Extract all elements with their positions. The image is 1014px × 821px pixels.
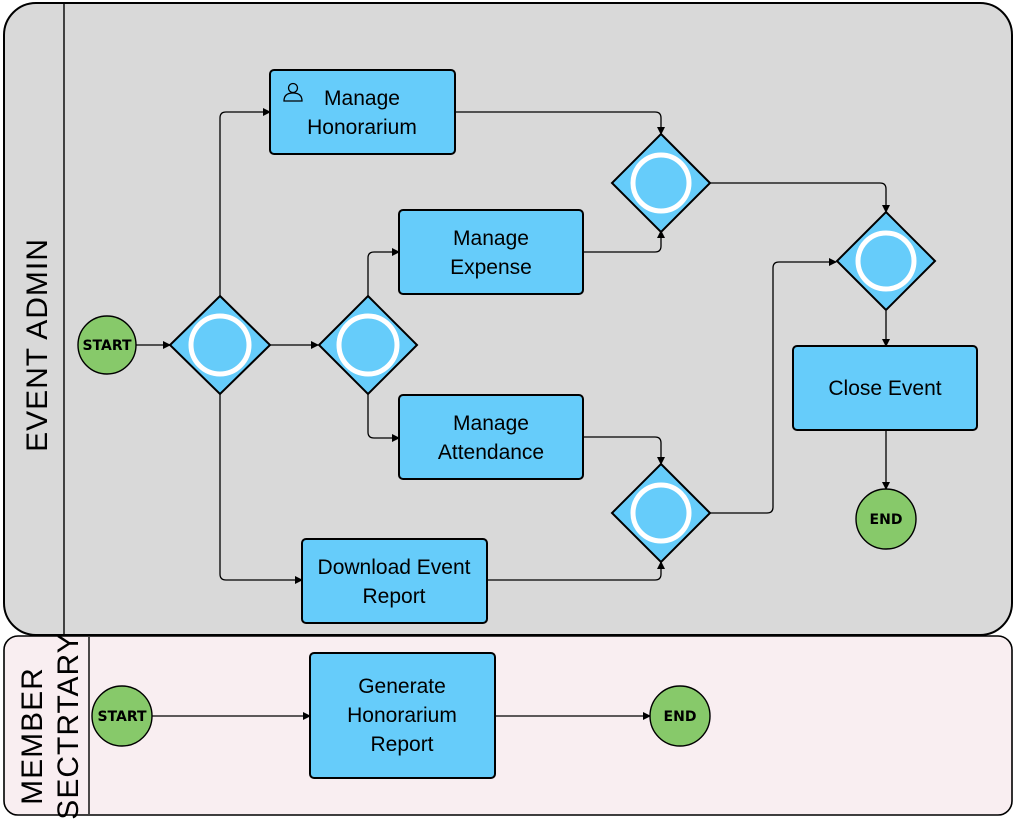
flow-gateway1-to-download-report [219,394,303,584]
end-event-circle [855,488,917,550]
svg-text:SECTRTARY: SECTRTARY [52,632,85,819]
svg-text:Honorarium: Honorarium [347,704,457,727]
flow-gateway2-to-attendance [367,394,400,442]
task-manage-attendance[interactable]: Manage Attendance [398,394,584,480]
flow-expense-to-gateway3 [583,230,665,253]
flow-attendance-to-gateway4 [583,436,665,465]
task-manage-expense[interactable]: Manage Expense [398,209,584,295]
secretary-end-event[interactable]: END [649,685,711,747]
gateway-split-1[interactable] [168,294,272,396]
member-secretary-lane-title: MEMBER SECTRTARY [16,632,85,819]
task-manage-honorarium[interactable]: Manage Honorarium [269,69,456,155]
svg-text:MEMBER: MEMBER [16,667,49,805]
admin-start-event[interactable]: START [77,315,137,375]
start-event-circle [77,315,137,375]
member-secretary-pool [3,635,1013,816]
admin-end-event[interactable]: END [855,488,917,550]
gateway-join-1[interactable] [610,132,712,234]
svg-text:Manage: Manage [453,227,529,250]
user-icon [283,82,303,102]
flow-gateway4-to-gateway5 [710,258,837,514]
svg-text:Attendance: Attendance [438,441,544,464]
event-admin-pool [3,2,1013,636]
flow-honorarium-to-gateway3 [455,111,665,135]
flow-gateway1-to-honorarium [219,108,271,296]
svg-text:Download Event: Download Event [318,556,471,579]
gateway-ring-icon [855,230,917,292]
gateway-join-3[interactable] [835,210,937,312]
gateway-join-2[interactable] [610,462,712,564]
svg-text:Expense: Expense [450,256,532,279]
svg-text:START: START [97,709,147,725]
svg-text:Report: Report [362,585,425,608]
svg-text:END: END [870,512,903,528]
gateway-ring-icon [630,482,692,544]
secretary-start-event[interactable]: START [91,685,153,747]
task-close-event[interactable]: Close Event [792,345,978,431]
flow-download-report-to-gateway4 [487,561,665,581]
gateway-ring-icon [336,313,400,377]
svg-text:START: START [82,338,132,354]
event-admin-lane-title: EVENT ADMIN [21,238,54,452]
task-download-event-report[interactable]: Download Event Report [301,538,488,624]
gateway-split-2[interactable] [317,294,419,396]
gateway-ring-icon [630,152,692,214]
end-event-circle [649,685,711,747]
flow-gateway3-to-gateway5 [710,182,890,213]
task-generate-honorarium-report[interactable]: Generate Honorarium Report [309,652,496,779]
svg-text:Close Event: Close Event [828,377,941,400]
svg-text:Manage: Manage [453,412,529,435]
gateway-ring-icon [188,313,252,377]
start-event-circle [91,685,153,747]
flow-gateway2-to-expense [367,248,400,296]
svg-text:Report: Report [370,733,433,756]
svg-text:Manage: Manage [324,87,400,110]
sequence-flows [136,108,890,720]
svg-text:Honorarium: Honorarium [307,116,417,139]
svg-text:END: END [664,709,697,725]
svg-text:Generate: Generate [358,675,446,698]
